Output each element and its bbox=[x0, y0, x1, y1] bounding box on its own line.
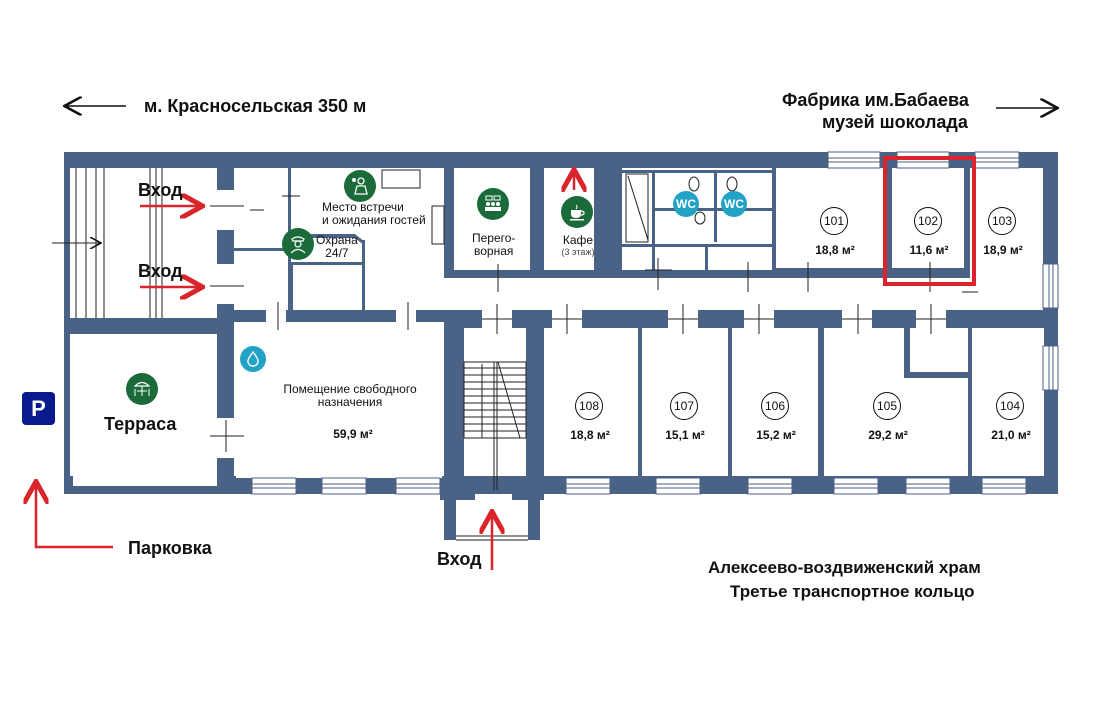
entrance-label-middle: Вход bbox=[138, 261, 183, 281]
free-space-area: 59,9 м² bbox=[333, 427, 373, 441]
partitions bbox=[234, 168, 972, 478]
room-area: 29,2 м² bbox=[868, 428, 908, 442]
parking-sign-letter: P bbox=[31, 395, 46, 421]
room-area: 18,8 м² bbox=[570, 428, 610, 442]
metro-direction-label: м. Красносельская 350 м bbox=[144, 96, 367, 116]
water-drop-icon bbox=[240, 346, 266, 372]
entrance-label-bottom: Вход bbox=[437, 549, 482, 569]
outer-walls bbox=[64, 152, 1058, 540]
factory-direction-line2: музей шоколада bbox=[822, 112, 968, 132]
direction-arrows bbox=[66, 106, 1056, 108]
room-area: 11,6 м² bbox=[909, 243, 949, 257]
parking-label: Парковка bbox=[128, 538, 212, 558]
room-number: 104 bbox=[996, 392, 1024, 420]
coffee-cup-icon bbox=[561, 196, 593, 228]
meeting-point-label: Место встречи и ожидания гостей bbox=[322, 200, 426, 227]
wc-icon: WC bbox=[673, 191, 699, 217]
room-number: 101 bbox=[820, 207, 848, 235]
wc-icon: WC bbox=[721, 191, 747, 217]
free-space-label: Помещение свободного назначения bbox=[283, 382, 417, 409]
entrance-label-top: Вход bbox=[138, 180, 183, 200]
room-number: 105 bbox=[873, 392, 901, 420]
room-number: 103 bbox=[988, 207, 1016, 235]
room-number: 108 bbox=[575, 392, 603, 420]
windows bbox=[251, 151, 1059, 495]
ring-road-label: Третье транспортное кольцо bbox=[730, 582, 975, 601]
room-area: 18,9 м² bbox=[983, 243, 1023, 257]
room-area: 21,0 м² bbox=[991, 428, 1031, 442]
cafe-label: Кафе bbox=[562, 233, 594, 247]
cafe-floor-note: (3 этаж) bbox=[561, 247, 595, 257]
security-label: Охрана 24/7 bbox=[316, 233, 358, 260]
security-guard-icon bbox=[282, 228, 314, 260]
parking-sign: P bbox=[22, 392, 55, 425]
terrace-label: Терраса bbox=[104, 414, 177, 434]
room-area: 15,2 м² bbox=[756, 428, 796, 442]
meeting-point-icon bbox=[344, 170, 376, 202]
terrace-umbrella-icon bbox=[126, 373, 158, 405]
meeting-room-icon bbox=[477, 188, 509, 220]
room-number: 107 bbox=[670, 392, 698, 420]
room-area: 18,8 м² bbox=[815, 243, 855, 257]
factory-direction-line1: Фабрика им.Бабаева bbox=[782, 90, 969, 110]
room-area: 15,1 м² bbox=[665, 428, 705, 442]
entrance-arrows bbox=[36, 172, 574, 570]
church-label: Алексеево-воздвиженский храм bbox=[708, 558, 981, 577]
room-number: 106 bbox=[761, 392, 789, 420]
room-number: 102 bbox=[914, 207, 942, 235]
stairs bbox=[456, 361, 528, 541]
negotiation-room-label: Перего- ворная bbox=[472, 231, 516, 258]
highlight-room-102 bbox=[883, 156, 976, 286]
